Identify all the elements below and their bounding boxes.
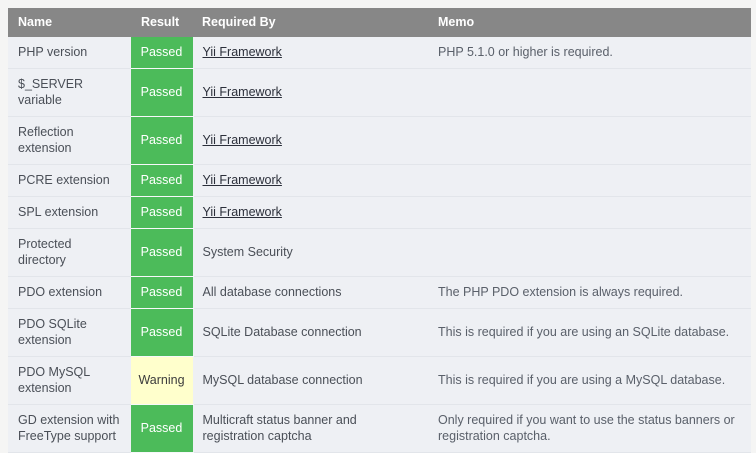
status-badge: Passed <box>129 404 194 453</box>
column-header-required-by: Required By <box>193 8 417 37</box>
column-header-result: Result <box>130 8 193 37</box>
status-badge: Passed <box>129 37 194 69</box>
required-by-text: MySQL database connection <box>202 373 363 387</box>
table-row: GD extension with FreeType support Passed… <box>8 404 751 453</box>
requirements-table: Name Result Required By Memo PHP version… <box>8 8 751 453</box>
required-by-link[interactable]: Yii Framework <box>202 45 282 59</box>
required-by-text: Multicraft status banner and registratio… <box>202 413 357 443</box>
required-by-cell: Yii Framework <box>193 164 417 197</box>
memo-cell: PHP 5.1.0 or higher is required. <box>417 37 751 69</box>
table-row: PCRE extension Passed Yii Framework <box>8 164 751 197</box>
required-by-link[interactable]: Yii Framework <box>202 205 282 219</box>
requirement-name: PDO SQLite extension <box>8 308 130 357</box>
status-badge: Warning <box>129 356 194 405</box>
status-badge-label: Passed <box>140 325 183 339</box>
status-badge: Passed <box>129 116 194 165</box>
memo-cell: The PHP PDO extension is always required… <box>417 276 751 309</box>
column-header-name: Name <box>8 8 130 37</box>
requirement-name: Protected directory <box>8 228 130 277</box>
requirement-name: PCRE extension <box>8 164 130 197</box>
status-badge: Passed <box>129 276 194 309</box>
table-row: $_SERVER variable Passed Yii Framework <box>8 68 751 117</box>
required-by-cell: Yii Framework <box>193 68 417 117</box>
requirement-name: PDO MySQL extension <box>8 356 130 405</box>
required-by-text: SQLite Database connection <box>202 325 362 339</box>
memo-cell: Only required if you want to use the sta… <box>417 404 751 453</box>
status-badge-label: Passed <box>140 285 183 299</box>
status-badge-label: Passed <box>140 421 183 435</box>
required-by-cell: Yii Framework <box>193 116 417 165</box>
required-by-cell: SQLite Database connection <box>193 308 417 357</box>
required-by-link[interactable]: Yii Framework <box>202 85 282 99</box>
table-row: PHP version Passed Yii Framework PHP 5.1.0 … <box>8 37 751 69</box>
memo-cell <box>417 68 751 117</box>
status-badge-label: Passed <box>140 245 183 259</box>
requirement-name: PHP version <box>8 37 130 69</box>
memo-cell: This is required if you are using a MySQ… <box>417 356 751 405</box>
memo-cell <box>417 116 751 165</box>
memo-cell <box>417 196 751 229</box>
required-by-text: System Security <box>202 245 293 259</box>
column-header-memo: Memo <box>417 8 751 37</box>
table-row: PDO MySQL extension Warning MySQL database… <box>8 356 751 405</box>
status-badge-label: Passed <box>140 205 183 219</box>
table-row: Protected directory Passed System Security <box>8 228 751 277</box>
required-by-cell: Multicraft status banner and registratio… <box>193 404 417 453</box>
status-badge-label: Passed <box>140 85 183 99</box>
status-badge: Passed <box>129 308 194 357</box>
requirement-name: GD extension with FreeType support <box>8 404 130 453</box>
requirement-name: Reflection extension <box>8 116 130 165</box>
required-by-cell: Yii Framework <box>193 37 417 69</box>
table-row: PDO extension Passed All database connecti… <box>8 276 751 309</box>
requirements-panel: Name Result Required By Memo PHP version… <box>8 8 751 453</box>
required-by-link[interactable]: Yii Framework <box>202 173 282 187</box>
required-by-cell: Yii Framework <box>193 196 417 229</box>
required-by-link[interactable]: Yii Framework <box>202 133 282 147</box>
table-row: Reflection extension Passed Yii Framework <box>8 116 751 165</box>
memo-cell <box>417 164 751 197</box>
requirement-name: PDO extension <box>8 276 130 309</box>
status-badge: Passed <box>129 228 194 277</box>
table-header-row: Name Result Required By Memo <box>8 8 751 37</box>
memo-cell: This is required if you are using an SQL… <box>417 308 751 357</box>
required-by-text: All database connections <box>202 285 342 299</box>
table-row: SPL extension Passed Yii Framework <box>8 196 751 229</box>
status-badge-label: Passed <box>140 173 183 187</box>
required-by-cell: All database connections <box>193 276 417 309</box>
required-by-cell: System Security <box>193 228 417 277</box>
status-badge: Passed <box>129 164 194 197</box>
table-header: Name Result Required By Memo <box>8 8 751 37</box>
table-row: PDO SQLite extension Passed SQLite Databas… <box>8 308 751 357</box>
memo-cell <box>417 228 751 277</box>
required-by-cell: MySQL database connection <box>193 356 417 405</box>
requirement-name: SPL extension <box>8 196 130 229</box>
status-badge: Passed <box>129 68 194 117</box>
requirement-name: $_SERVER variable <box>8 68 130 117</box>
status-badge-label: Passed <box>140 45 183 59</box>
status-badge: Passed <box>129 196 194 229</box>
status-badge-label: Passed <box>140 133 183 147</box>
status-badge-label: Warning <box>138 373 185 387</box>
